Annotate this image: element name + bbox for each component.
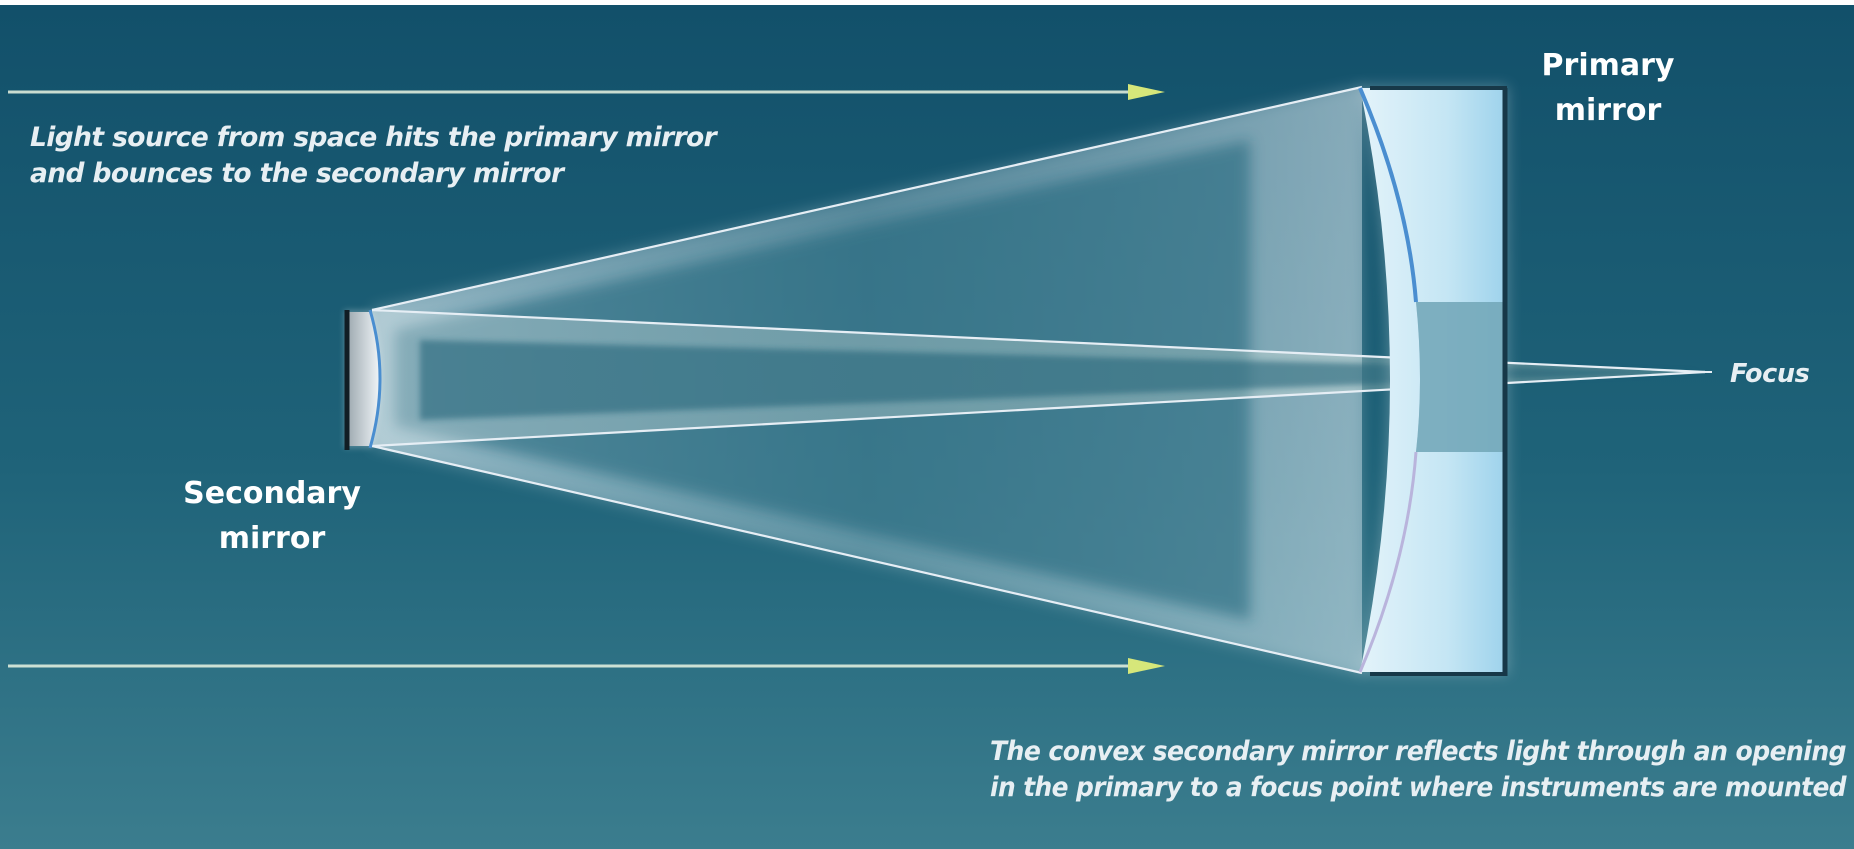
- primary-mirror-surface-bottom: [1358, 451, 1418, 673]
- secondary-mirror-label: Secondary mirror: [183, 476, 361, 556]
- secondary-mirror: [344, 309, 382, 450]
- convex-mirror-caption-line1: The convex secondary mirror reflects lig…: [990, 736, 1847, 767]
- secondary-mirror-glass: [346, 312, 379, 446]
- secondary-mirror-label-line1: Secondary: [183, 476, 361, 511]
- arrow-head-top: [1128, 84, 1165, 100]
- primary-mirror-label: Primary mirror: [1542, 48, 1675, 128]
- ray-primary-to-secondary-top: [371, 85, 1363, 312]
- light-source-caption: Light source from space hits the primary…: [30, 122, 719, 189]
- primary-mirror: [1358, 86, 1508, 676]
- light-source-caption-line1: Light source from space hits the primary…: [30, 122, 719, 153]
- focus-cone-core: [420, 340, 1700, 420]
- focus-label: Focus: [1730, 359, 1810, 389]
- convex-mirror-caption: The convex secondary mirror reflects lig…: [990, 736, 1848, 803]
- light-source-caption-line2: and bounces to the secondary mirror: [30, 158, 566, 189]
- primary-mirror-opening-shade: [1416, 302, 1504, 452]
- primary-mirror-label-line2: mirror: [1555, 93, 1662, 128]
- arrow-head-bottom: [1128, 658, 1165, 674]
- reflected-light-beam: [371, 85, 1712, 675]
- secondary-mirror-surface: [368, 309, 382, 449]
- secondary-mirror-label-line2: mirror: [219, 521, 326, 556]
- convex-mirror-caption-line2: in the primary to a focus point where in…: [990, 772, 1848, 803]
- primary-mirror-label-line1: Primary: [1542, 48, 1675, 83]
- primary-mirror-opening: [1416, 302, 1504, 452]
- incoming-light-arrows: [8, 84, 1165, 674]
- ray-primary-to-secondary-bottom: [371, 444, 1363, 675]
- primary-mirror-surface-top: [1358, 87, 1418, 303]
- top-border: [0, 0, 1854, 5]
